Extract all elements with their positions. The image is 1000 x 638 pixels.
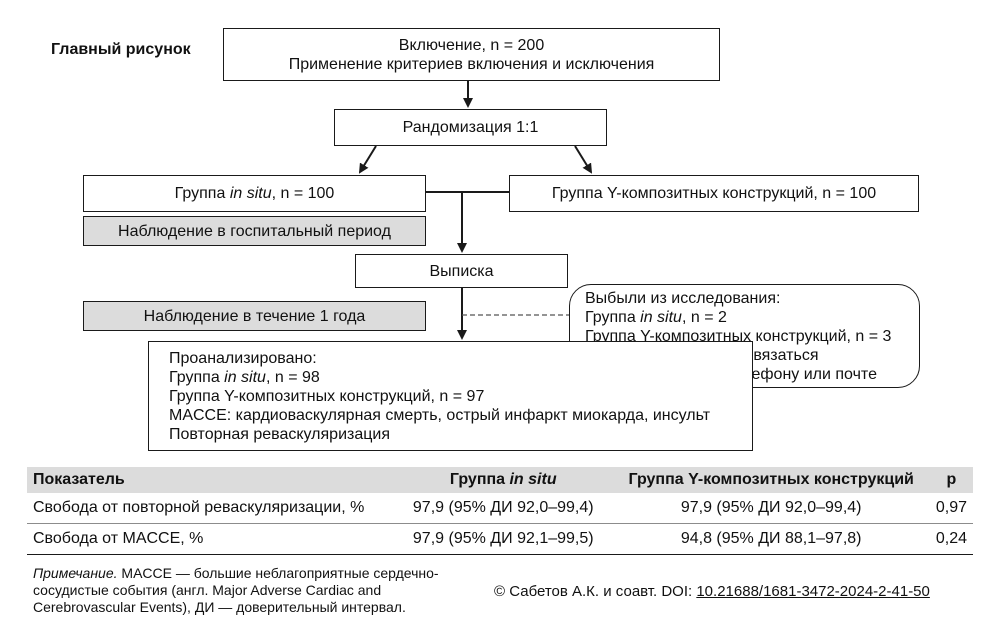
row-y-value: 97,9 (95% ДИ 92,0–99,4) xyxy=(612,493,930,524)
footnote-label: Примечание. xyxy=(33,565,118,581)
group-insitu-box: Группа in situ, n = 100 xyxy=(83,175,426,212)
results-table: Показатель Группа in situ Группа Y-компо… xyxy=(27,467,973,555)
analyzed-line4: MACCE: кардиоваскулярная смерть, острый … xyxy=(169,406,711,424)
header-indicator: Показатель xyxy=(27,467,395,493)
randomization-box: Рандомизация 1:1 xyxy=(334,109,607,146)
analyzed-box: Проанализировано: Группа in situ, n = 98… xyxy=(148,341,753,451)
year-followup-box: Наблюдение в течение 1 года xyxy=(83,301,426,331)
table-row: Свобода от MACCE, % 97,9 (95% ДИ 92,1–99… xyxy=(27,523,973,555)
row-y-value: 94,8 (95% ДИ 88,1–97,8) xyxy=(612,523,930,555)
row-insitu-value: 97,9 (95% ДИ 92,1–99,5) xyxy=(394,523,613,555)
dropout-line2: Группа in situ, n = 2 xyxy=(585,308,727,326)
group-y-label: Группа Y-композитных конструкций, n = 10… xyxy=(551,185,877,202)
dropout-line1: Выбыли из исследования: xyxy=(585,289,781,307)
arrow-randomization-to-insitu xyxy=(358,145,377,174)
discharge-label: Выписка xyxy=(429,262,494,280)
header-insitu: Группа in situ xyxy=(394,467,613,493)
group-y-box: Группа Y-композитных конструкций, n = 10… xyxy=(509,175,919,212)
discharge-box: Выписка xyxy=(355,254,568,288)
table-row: Свобода от повторной реваскуляризации, %… xyxy=(27,493,973,524)
analyzed-line3: Группа Y-композитных конструкций, n = 97 xyxy=(169,387,485,405)
year-followup-label: Наблюдение в течение 1 года xyxy=(143,307,366,325)
row-p-value: 0,97 xyxy=(929,493,973,524)
flow-connectors xyxy=(358,81,593,340)
group-insitu-label: Группа in situ, n = 100 xyxy=(174,185,335,202)
inclusion-line2: Применение критериев включения и исключе… xyxy=(288,55,655,73)
analyzed-line2: Группа in situ, n = 98 xyxy=(169,368,320,386)
row-p-value: 0,24 xyxy=(929,523,973,555)
copyright-text: © Сабетов А.К. и соавт. DOI: xyxy=(494,583,697,600)
row-insitu-value: 97,9 (95% ДИ 92,0–99,4) xyxy=(394,493,613,524)
header-y: Группа Y-композитных конструкций xyxy=(612,467,930,493)
analyzed-line5: Повторная реваскуляризация xyxy=(169,425,391,443)
footnote: Примечание. MACCE — большие неблагоприят… xyxy=(33,565,473,616)
row-indicator: Свобода от MACCE, % xyxy=(27,523,395,555)
doi-link[interactable]: 10.21688/1681-3472-2024-2-41-50 xyxy=(696,583,930,600)
inclusion-line1: Включение, n = 200 xyxy=(398,36,545,54)
inclusion-box: Включение, n = 200 Применение критериев … xyxy=(223,28,720,81)
arrow-randomization-to-y xyxy=(574,145,593,174)
footnote-text: MACCE — большие неблагоприятные сердечно… xyxy=(33,565,439,615)
header-p: p xyxy=(929,467,973,493)
copyright: © Сабетов А.К. и соавт. DOI: 10.21688/16… xyxy=(494,583,930,601)
analyzed-line1: Проанализировано: xyxy=(169,349,317,367)
table-header-row: Показатель Группа in situ Группа Y-компо… xyxy=(27,467,973,493)
dropout-line3: Группа Y-композитных конструкций, n = 3 xyxy=(585,327,892,345)
row-indicator: Свобода от повторной реваскуляризации, % xyxy=(27,493,395,524)
hospital-followup-label: Наблюдение в госпитальный период xyxy=(118,222,391,240)
hospital-followup-box: Наблюдение в госпитальный период xyxy=(83,216,426,246)
randomization-label: Рандомизация 1:1 xyxy=(402,119,539,136)
figure-title: Главный рисунок xyxy=(51,41,191,58)
